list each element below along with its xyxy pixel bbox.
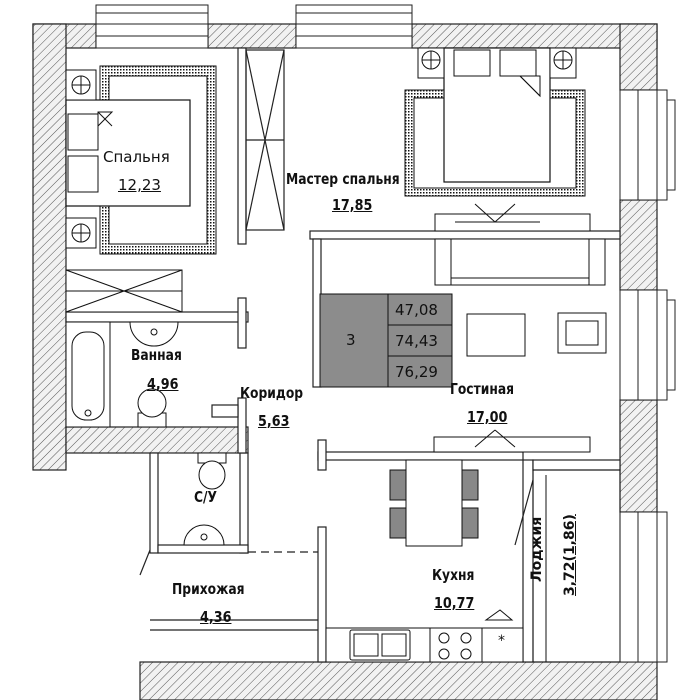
bathtub — [65, 321, 111, 428]
doors — [139, 49, 534, 631]
wc-sink — [183, 524, 225, 546]
living-room-label: Гостиная — [450, 380, 515, 398]
apartment-info-panel — [319, 293, 453, 388]
total-area-with-loggia-value: 76,29 — [395, 363, 438, 381]
bedroom-wardrobe — [65, 269, 183, 313]
corridor-label: Коридор — [240, 384, 304, 402]
hallway-area: 4,36 — [200, 608, 232, 626]
master-tv-stand — [434, 203, 591, 232]
windows — [95, 4, 676, 663]
living-area-value: 47,08 — [395, 301, 438, 319]
master-bedroom-area: 17,85 — [332, 196, 373, 214]
bathroom-area: 4,96 — [147, 375, 179, 393]
kitchen-mark: * — [498, 633, 505, 649]
kitchen-area: 10,77 — [434, 594, 475, 612]
info-panel-values — [387, 293, 453, 388]
total-area-value: 74,43 — [395, 332, 438, 350]
living-sofa — [434, 238, 606, 286]
bedroom-label: Спальня — [103, 148, 170, 166]
corridor-area: 5,63 — [258, 412, 290, 430]
loggia-area: 3,72(1,86) — [562, 514, 578, 596]
loggia — [532, 469, 621, 663]
wc-toilet — [197, 452, 227, 490]
master-bedroom-label: Мастер спальня — [286, 170, 400, 188]
room-count: 3 — [346, 331, 356, 349]
hallway-label: Прихожая — [172, 580, 245, 598]
bedroom-bed — [65, 65, 217, 255]
bath-sink — [129, 321, 179, 347]
master-bed — [404, 47, 586, 197]
wc-label: С/У — [194, 488, 218, 506]
kitchen-counter — [325, 609, 524, 663]
kitchen-table — [389, 459, 479, 547]
living-room-area: 17,00 — [467, 408, 508, 426]
living-tv-stand — [433, 429, 591, 453]
exterior-walls — [32, 23, 658, 700]
loggia-label: Лоджия — [529, 516, 545, 582]
kitchen-label: Кухня — [432, 566, 475, 584]
bedroom-area: 12,23 — [118, 176, 161, 194]
bath-toilet — [137, 388, 167, 428]
bathroom-label: Ванная — [131, 346, 182, 364]
living-table — [466, 312, 607, 357]
